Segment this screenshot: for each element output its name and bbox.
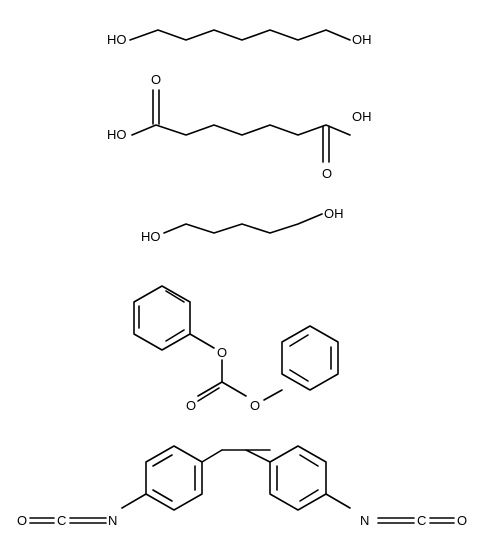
- diphenyl-carbonate-carbonyl-bond-2: [197, 387, 220, 402]
- mdi-left-o-label: O: [17, 513, 27, 528]
- mdi-right-ring-n-bond: [325, 493, 351, 509]
- diphenyl-carbonate-left-ring-double-2: [165, 329, 185, 342]
- mdi-right-ring-double-2: [299, 454, 319, 467]
- diphenyl-carbonate-upper-o-label: O: [217, 345, 227, 360]
- mdi-left-ring: [145, 445, 203, 511]
- diphenyl-carbonate-left-ring-double-1: [165, 290, 185, 303]
- hexanediol-skeleton: [129, 29, 351, 41]
- mdi-left-c-label: C: [57, 513, 66, 528]
- mdi-left-n-label: N: [108, 513, 117, 528]
- diphenyl-carbonate-right-ring: [281, 325, 339, 391]
- mdi-right-n-label: N: [360, 513, 369, 528]
- diphenyl-carbonate-left-ring: [133, 285, 191, 351]
- diphenyl-carbonate-right-ring-double-3: [289, 369, 309, 382]
- diphenyl-carbonate-carbonyl-bond: [197, 381, 223, 397]
- mdi-left-ring-double-1: [152, 454, 173, 467]
- adipic-acid-top-o-label: O: [151, 72, 161, 87]
- adipic-acid-oh-label: OH: [352, 109, 372, 124]
- diphenyl-carbonate-carbonyl-o-label: O: [186, 398, 196, 413]
- molecule-diphenyl-carbonate: O O O: [133, 285, 339, 413]
- butanediol-skeleton: [163, 213, 323, 234]
- mdi-right-c-label: C: [417, 513, 426, 528]
- mdi-bridge-bond-1: [201, 449, 223, 463]
- diphenyl-carbonate-ring-o-bond-1: [189, 333, 215, 349]
- molecule-butanediol: HO OH: [141, 206, 344, 244]
- hexanediol-oh-label: OH: [352, 32, 372, 47]
- adipic-acid-bottom-o-label: O: [322, 166, 332, 181]
- diphenyl-carbonate-right-ring-double-1: [289, 334, 309, 347]
- mdi-right-ring-double-3: [299, 489, 319, 502]
- molecule-adipic-acid: HO O OH O: [107, 72, 372, 181]
- hexanediol-ho-label: HO: [107, 32, 127, 47]
- adipic-acid-skeleton: [131, 124, 351, 136]
- diphenyl-carbonate-c-o-bond-2: [221, 381, 247, 397]
- diphenyl-carbonate-ring-o-bond-2: [263, 389, 283, 401]
- mdi-left-ring-n-bond: [121, 493, 147, 509]
- butanediol-ho-label: HO: [141, 229, 161, 244]
- diphenyl-carbonate-lower-o-label: O: [250, 398, 260, 413]
- molecule-mdi: O C N N C O: [17, 445, 467, 528]
- mdi-left-ring-double-3: [152, 489, 173, 502]
- butanediol-oh-label: OH: [324, 206, 344, 221]
- mdi-bridge-bond-3: [245, 449, 271, 463]
- adipic-acid-ho-label: HO: [107, 127, 127, 142]
- mdi-right-ring: [269, 445, 327, 511]
- mdi-right-o-label: O: [457, 513, 467, 528]
- molecule-hexanediol: HO OH: [107, 29, 372, 47]
